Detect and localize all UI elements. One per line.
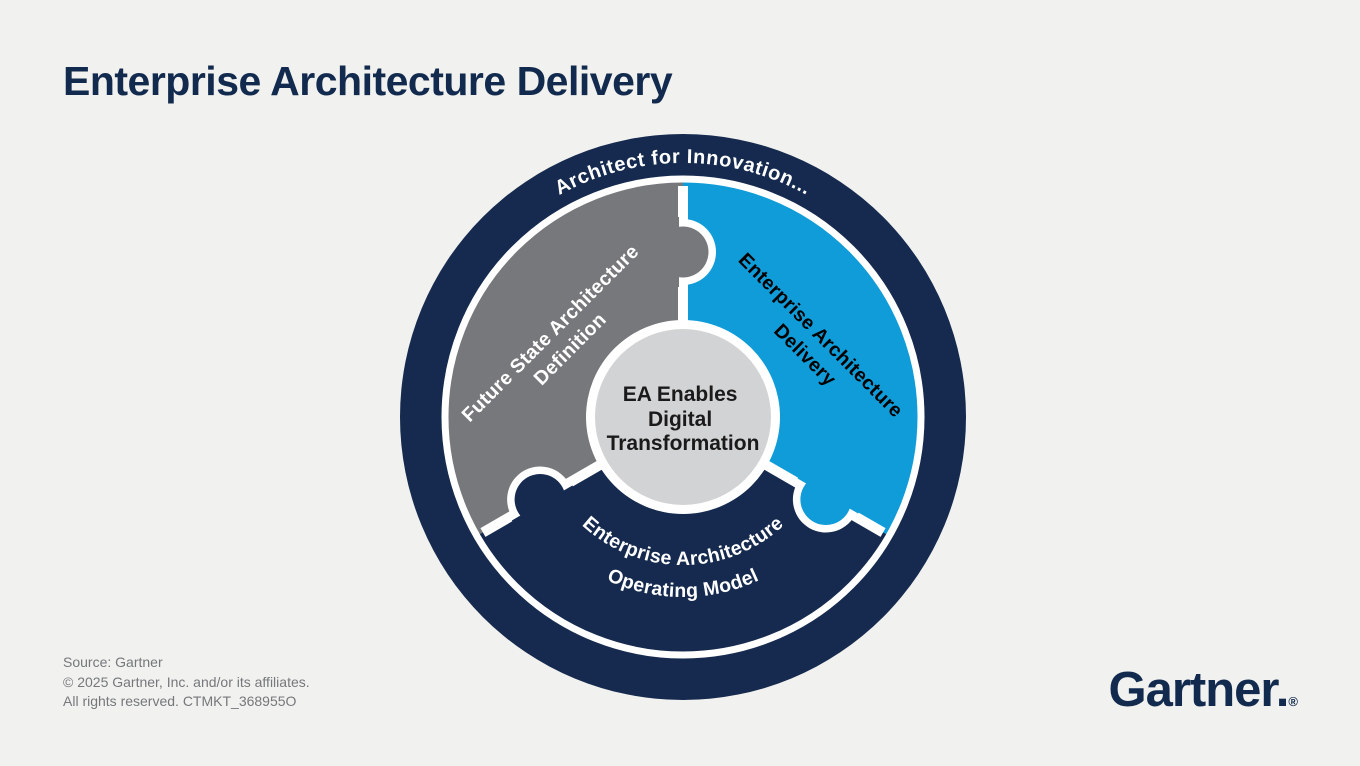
segment-operating-model bbox=[476, 417, 890, 655]
registered-mark: ® bbox=[1288, 694, 1298, 709]
puzzle-tab-bottom-right bbox=[800, 474, 852, 525]
source-line: Source: Gartner bbox=[63, 654, 163, 670]
gartner-logo-text: Gartner. bbox=[1108, 663, 1289, 717]
puzzle-tab-bottom-left bbox=[514, 474, 566, 526]
disc-outline bbox=[441, 175, 925, 659]
gartner-logo: Gartner.® bbox=[1108, 662, 1298, 718]
hub-circle bbox=[595, 329, 771, 505]
rights-line: All rights reserved. CTMKT_368955O bbox=[63, 693, 297, 709]
boundary-top bbox=[647, 186, 716, 332]
hub-label: EA Enables Digital Transformation bbox=[607, 383, 760, 455]
copyright-line: © 2025 Gartner, Inc. and/or its affiliat… bbox=[63, 673, 310, 690]
boundary-bottom-left bbox=[480, 455, 612, 549]
source-note: Source: Gartner © 2025 Gartner, Inc. and… bbox=[63, 653, 310, 712]
boundary-bottom-right bbox=[754, 450, 886, 537]
puzzle-tab-top bbox=[657, 226, 709, 278]
page-title: Enterprise Architecture Delivery bbox=[63, 58, 673, 104]
